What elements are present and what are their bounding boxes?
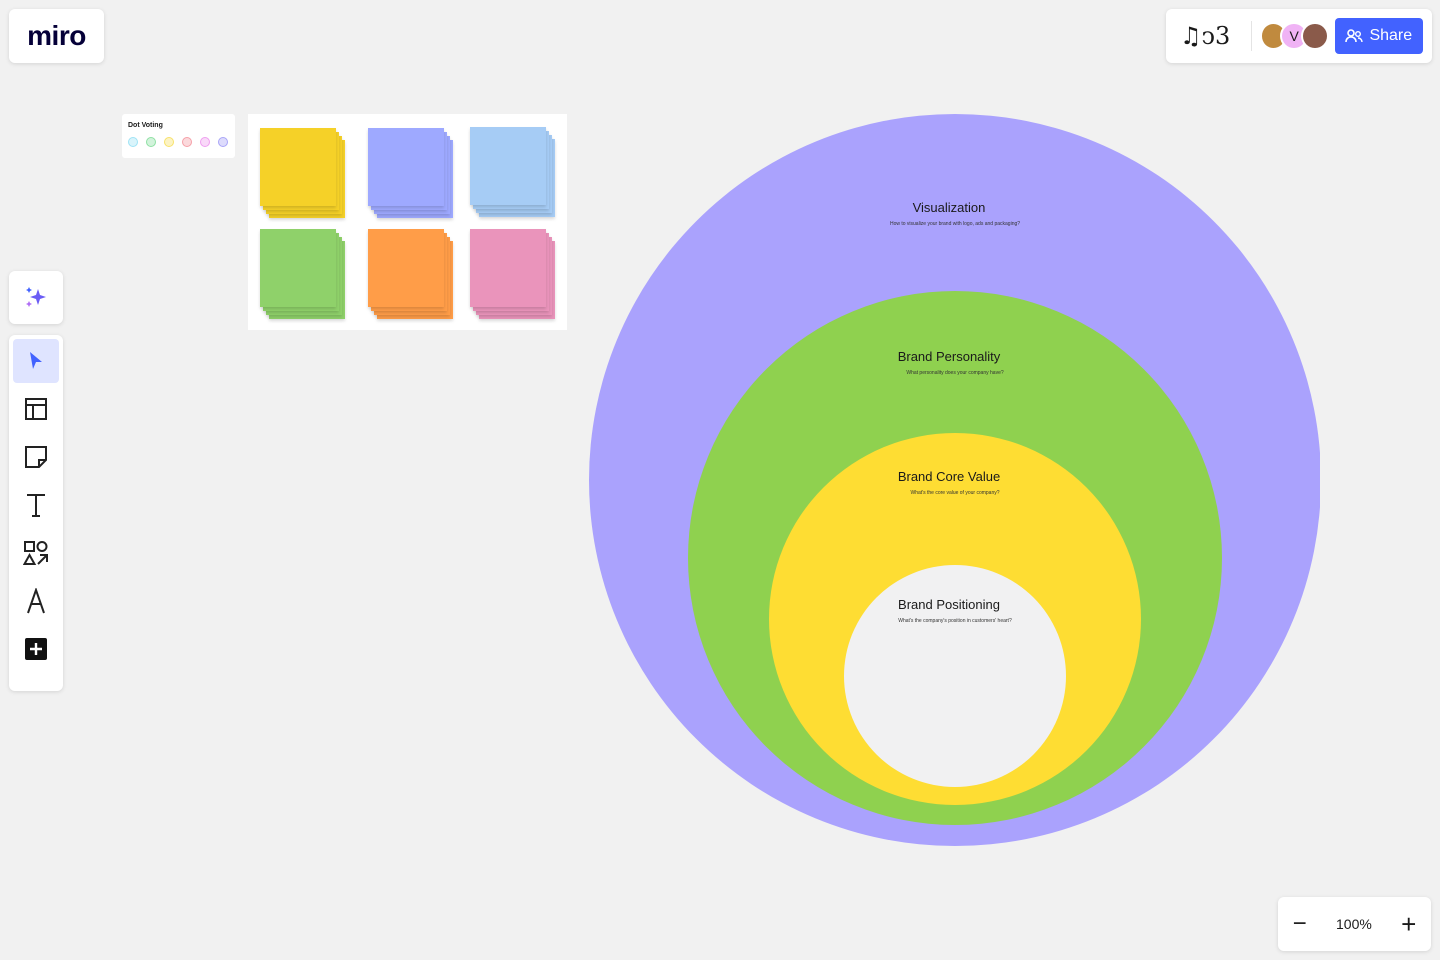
sticky-note — [368, 229, 444, 307]
templates-tool[interactable] — [13, 387, 59, 431]
layout-icon — [25, 398, 47, 420]
circle-subtitle: What's the company's position in custome… — [898, 618, 1012, 624]
sticky-note-stack[interactable] — [368, 128, 453, 218]
zoom-in-button[interactable]: + — [1401, 908, 1417, 939]
sticky-note-stack[interactable] — [470, 127, 555, 217]
sticky-note-icon — [25, 446, 47, 468]
miro-logo[interactable]: miro — [9, 9, 104, 63]
circle-subtitle: How to visualize your brand with logo, a… — [889, 221, 1021, 227]
sticky-note-stack[interactable] — [368, 229, 453, 319]
sticky-note — [260, 229, 336, 307]
circle-title: Brand Personality — [897, 349, 1001, 364]
circle-brand-positioning[interactable] — [844, 565, 1066, 787]
pen-tool[interactable] — [13, 579, 59, 623]
shapes-tool[interactable] — [13, 531, 59, 575]
sticky-note — [470, 127, 546, 205]
circle-title: Brand Positioning — [898, 597, 1000, 612]
circle-title: Visualization — [912, 200, 986, 215]
divider — [1250, 21, 1252, 51]
sticky-note — [260, 128, 336, 206]
zoom-level[interactable]: 100% — [1336, 916, 1372, 932]
vote-dot[interactable] — [218, 137, 228, 147]
dot-voting-widget[interactable]: Dot Voting — [122, 114, 235, 158]
main-toolbar — [9, 335, 63, 691]
vote-dot[interactable] — [128, 137, 138, 147]
sticky-note — [470, 229, 546, 307]
vote-dot[interactable] — [164, 137, 174, 147]
vote-dot[interactable] — [200, 137, 210, 147]
add-tool[interactable] — [13, 627, 59, 671]
vote-dot[interactable] — [146, 137, 156, 147]
plus-square-icon — [25, 638, 47, 660]
sticky-note-stack[interactable] — [470, 229, 555, 319]
zoom-out-button[interactable]: − — [1292, 910, 1307, 937]
circle-title: Brand Core Value — [897, 469, 1001, 484]
ai-sparkle-button[interactable] — [13, 275, 59, 319]
share-label: Share — [1369, 27, 1413, 44]
circle-subtitle: What personality does your company have? — [906, 370, 1004, 376]
users-icon — [1345, 29, 1364, 43]
board-signature[interactable]: ♫ↄ3 — [1180, 22, 1231, 50]
select-tool[interactable] — [13, 339, 59, 383]
sticky-note-tool[interactable] — [13, 435, 59, 479]
sticky-notes-frame[interactable] — [248, 114, 567, 330]
dot-voting-title: Dot Voting — [128, 122, 163, 129]
ai-toolbar — [9, 271, 63, 324]
circle-subtitle: What's the core value of your company? — [910, 490, 1000, 496]
sparkle-icon — [26, 287, 46, 307]
vote-dot[interactable] — [182, 137, 192, 147]
share-button[interactable]: Share — [1334, 18, 1424, 54]
sticky-note-stack[interactable] — [260, 229, 345, 319]
avatar[interactable] — [1301, 22, 1329, 50]
pen-icon — [27, 588, 45, 614]
sticky-note — [368, 128, 444, 206]
text-tool[interactable] — [13, 483, 59, 527]
zoom-controls: − 100% + — [1278, 897, 1431, 951]
top-right-bar: ♫ↄ3 V Share — [1166, 9, 1432, 63]
text-icon — [27, 494, 45, 517]
logo-text: miro — [27, 20, 86, 51]
avatar-initial: V — [1289, 28, 1299, 44]
shapes-icon — [23, 541, 48, 565]
cursor-icon — [30, 352, 42, 369]
sticky-note-stack[interactable] — [260, 128, 345, 218]
